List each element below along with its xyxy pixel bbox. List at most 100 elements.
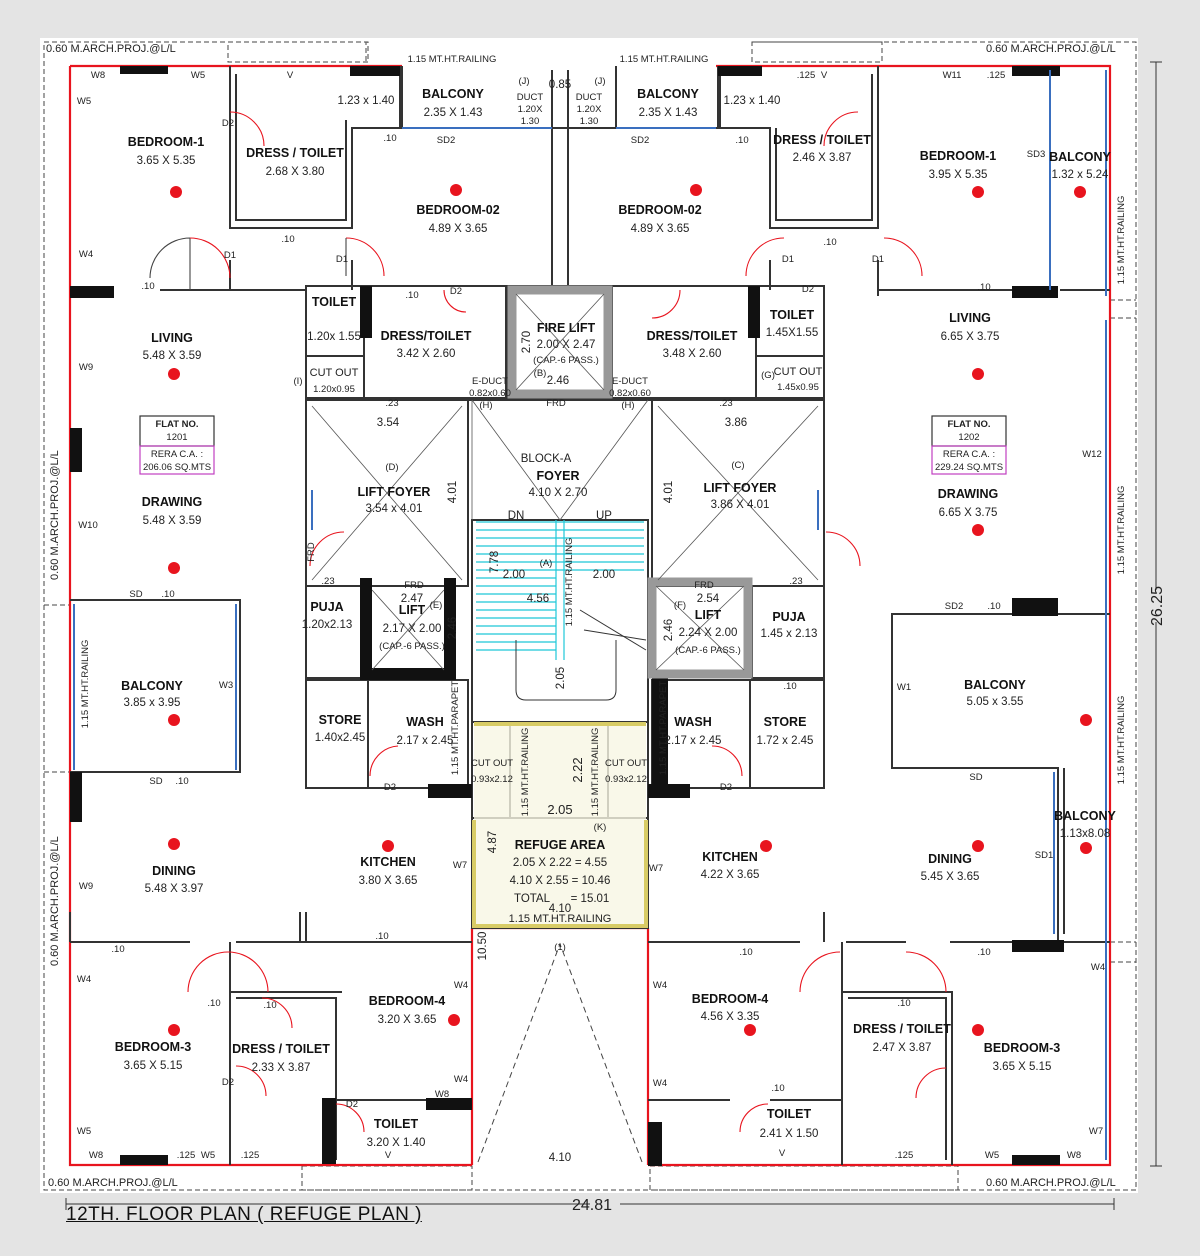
wall-mark: .10 <box>161 589 174 600</box>
dimension-label: 4.01 <box>447 481 459 503</box>
opening-label: D2 <box>384 782 396 793</box>
room-size: 4.10 X 2.70 <box>529 487 588 499</box>
flat-number: 1202 <box>958 432 979 443</box>
wall-mark: .10 <box>141 281 154 292</box>
wall-mark: .125 <box>895 1150 914 1161</box>
room-size: 0.93x2.12 <box>471 774 513 785</box>
projection-label: 0.60 M.ARCH.PROJ.@L/L <box>49 450 61 580</box>
room-size: 2.17 X 2.00 <box>383 623 442 635</box>
fire-lift-capacity: (CAP.-6 PASS.) <box>533 355 599 366</box>
fixture-marker <box>972 368 984 380</box>
dimension-label: 7.78 <box>489 551 501 573</box>
fixture-marker <box>168 714 180 726</box>
room-size: 3.86 X 4.01 <box>711 499 770 511</box>
room-size: 2.46 X 3.87 <box>793 152 852 164</box>
wall-mark: .10 <box>771 1083 784 1094</box>
tag: (K) <box>594 822 607 833</box>
flat-number: 1201 <box>166 432 187 443</box>
wall-thickness-marks: .10 .10 .10 .10 .10 .10 .10 .10 .10 .10 … <box>111 70 1005 1161</box>
room-size: 5.48 X 3.97 <box>145 883 204 895</box>
wall-mark: .10 <box>987 601 1000 612</box>
railing-label: 1.15 MT.HT.PARAPET <box>450 681 461 776</box>
opening-label: D1 <box>336 254 348 265</box>
room-size: 2.68 X 3.80 <box>266 166 325 178</box>
stair-up-label: UP <box>596 510 612 522</box>
room-name: KITCHEN <box>702 850 758 864</box>
room-name: PUJA <box>310 600 343 614</box>
room-size: 2.35 X 1.43 <box>424 107 483 119</box>
fixture-marker <box>972 840 984 852</box>
wall-mark: .10 <box>405 290 418 301</box>
tag: (H) <box>479 400 492 411</box>
railing-label: 1.15 MT.HT.RAILING <box>620 54 709 65</box>
room-name: STORE <box>319 713 362 727</box>
opening-label: SD <box>969 772 982 783</box>
room-name: CUT OUT <box>774 366 823 378</box>
projection-label: 0.60 M.ARCH.PROJ.@L/L <box>49 836 61 966</box>
projection-label: 0.60 M.ARCH.PROJ.@L/L <box>986 43 1116 55</box>
railing-label: 1.15 MT.HT.RAILING <box>564 538 575 627</box>
flat-label-boxes <box>139 415 1007 475</box>
opening-label: D2 <box>346 1099 358 1110</box>
wall-mark: .10 <box>977 282 990 293</box>
room-name: CUT OUT <box>310 367 359 379</box>
dimension-label: 2.46 <box>547 375 569 387</box>
fixture-marker <box>170 186 182 198</box>
wall-mark: .10 <box>739 947 752 958</box>
fixture-marker <box>1080 714 1092 726</box>
room-name: FIRE LIFT <box>537 321 596 335</box>
opening-label: W9 <box>79 881 93 892</box>
overall-dimension-lines <box>65 61 1162 1210</box>
flat-labels: FLAT NO. 1201 RERA C.A. : 206.06 SQ.MTS … <box>143 419 1003 473</box>
dimension-label: 3.86 <box>725 417 747 429</box>
dimension-label: 4.10 <box>549 903 571 915</box>
dimension-label: 4.10 <box>549 1152 571 1164</box>
tag: (A) <box>540 558 553 569</box>
room-size: 5.48 X 3.59 <box>143 515 202 527</box>
dimension-label: 2.46 <box>447 617 459 639</box>
wall-mark: .125 <box>797 70 816 81</box>
opening-labels: W8 W5 W5 W4 W9 W10 SD W3 SD W9 W4 W5 W8 … <box>77 70 1105 1161</box>
opening-label: FRD <box>306 542 317 562</box>
opening-label: W4 <box>653 980 667 991</box>
room-name: BEDROOM-4 <box>692 992 768 1006</box>
dimension-label: 2.05 <box>547 802 572 817</box>
room-name: BALCONY <box>1049 150 1111 164</box>
duct-size: 1.20X <box>518 104 543 115</box>
railing-label: 1.15 MT.HT.RAILING <box>509 913 612 925</box>
duct-labels: (J) DUCT 1.20X 1.30 (J) DUCT 1.20X 1.30 … <box>469 76 651 399</box>
refuge-area-hatch <box>474 724 646 926</box>
flat-rera-area: 229.24 SQ.MTS <box>935 462 1003 473</box>
duct-name: DUCT <box>576 92 603 103</box>
room-name: STORE <box>764 715 807 729</box>
opening-label: W8 <box>89 1150 103 1161</box>
wall-mark: .10 <box>175 776 188 787</box>
room-size: 1.45x0.95 <box>777 382 819 393</box>
opening-label: W7 <box>1089 1126 1103 1137</box>
room-size: 4.56 X 3.35 <box>701 1011 760 1023</box>
room-size: 1.20x2.13 <box>302 619 353 631</box>
railing-label: 1.15 MT.HT.RAILING <box>1116 196 1127 285</box>
room-name: KITCHEN <box>360 855 416 869</box>
wall-mark: .23 <box>321 576 334 587</box>
wall-mark: .10 <box>823 237 836 248</box>
room-name: DINING <box>928 852 972 866</box>
light-fixtures <box>168 184 1092 1036</box>
dimension-label: 0.85 <box>549 79 571 91</box>
dimension-label: 2.46 <box>663 619 675 641</box>
room-size: 3.80 X 3.65 <box>359 875 418 887</box>
room-name: WASH <box>406 715 444 729</box>
opening-label: W4 <box>1091 962 1105 973</box>
room-name: DRESS / TOILET <box>246 146 344 160</box>
educt-size: 0.82x0.60 <box>469 388 511 399</box>
dimension-label: 10.50 <box>477 932 489 961</box>
room-size: 3.85 x 3.95 <box>124 697 181 709</box>
room-name: BALCONY <box>1054 809 1116 823</box>
room-name: TOILET <box>770 308 815 322</box>
overall-height: 26.25 <box>1149 586 1166 626</box>
dimension-label: 1.23 x 1.40 <box>338 95 395 107</box>
reference-tags: (A) (B) (C) (D) (E) (F) (G) (H) (H) (I) … <box>294 368 775 953</box>
fixture-marker <box>382 840 394 852</box>
opening-label: W8 <box>91 70 105 81</box>
